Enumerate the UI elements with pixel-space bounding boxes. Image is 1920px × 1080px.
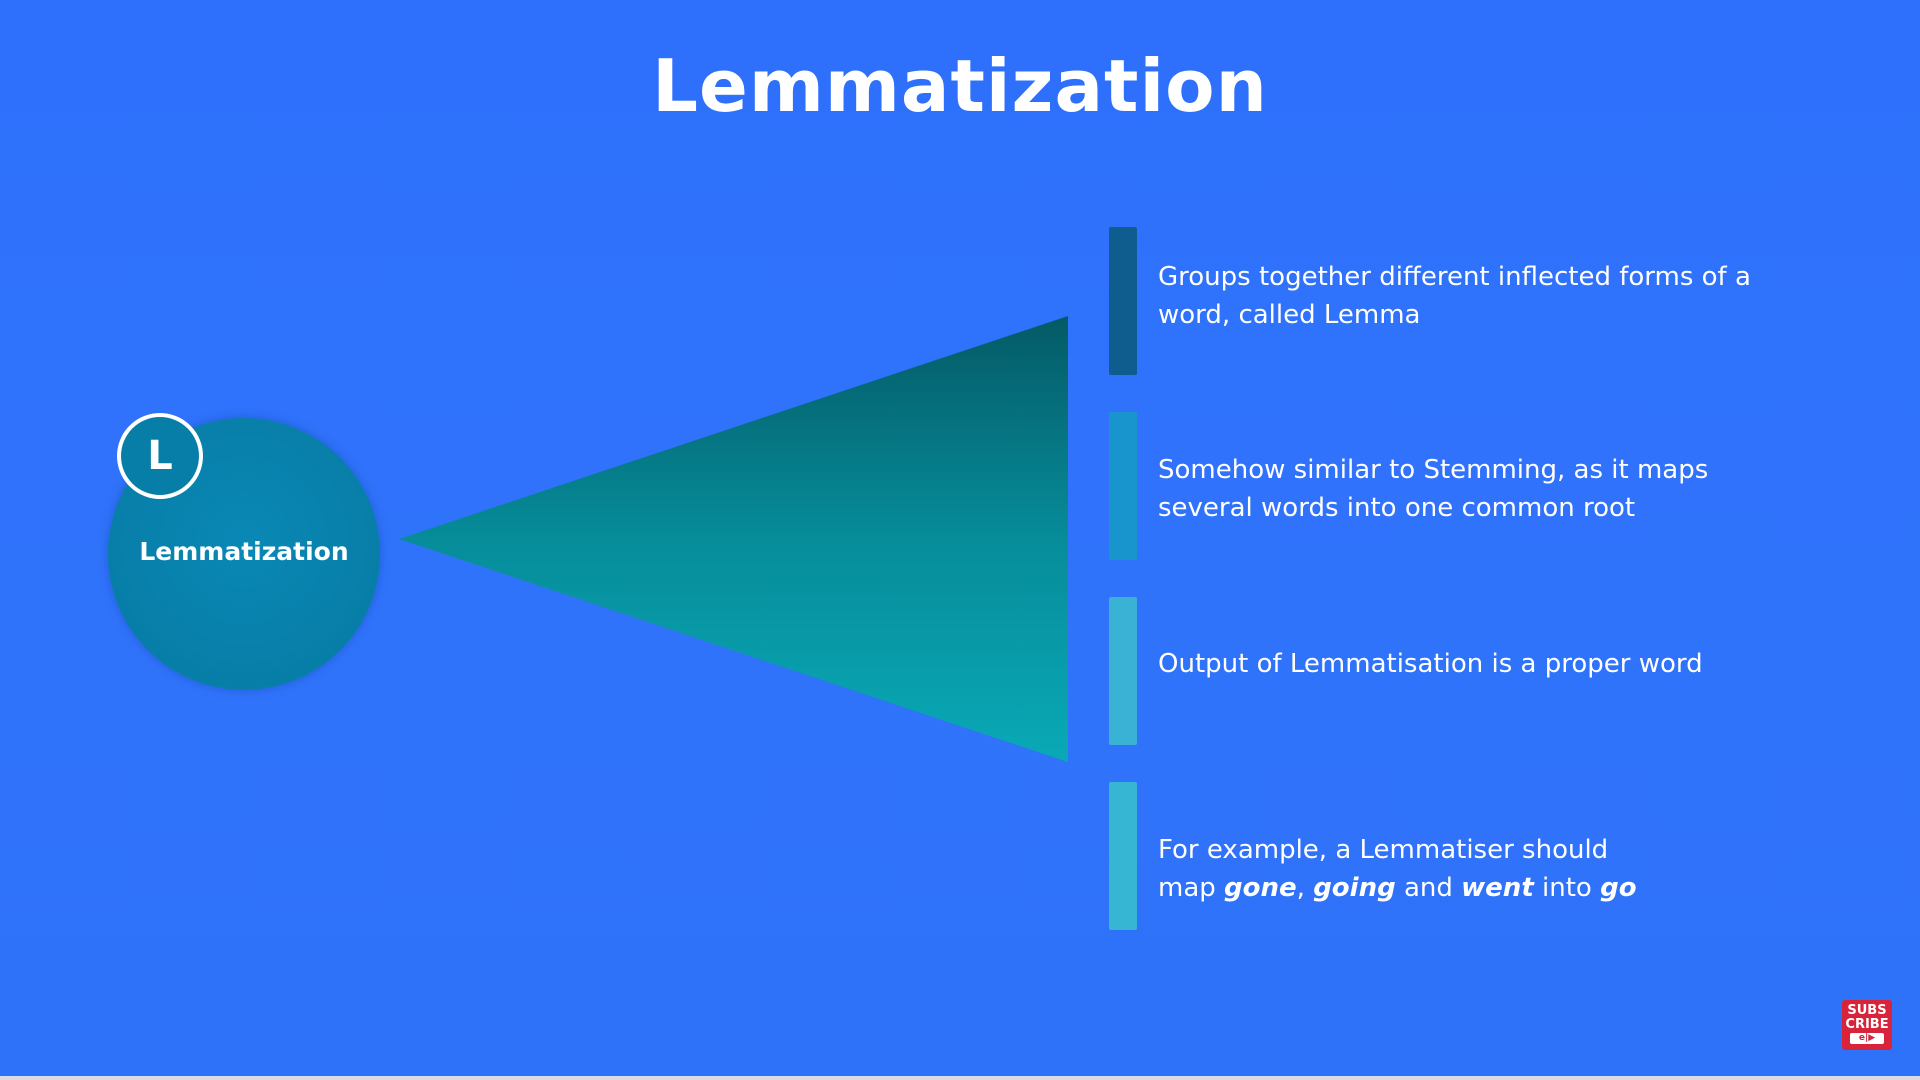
point-2-line-1: Somehow similar to Stemming, as it maps <box>1158 455 1709 485</box>
point-text-4: For example, a Lemmatiser should map gon… <box>1158 831 1778 907</box>
point-bar-1 <box>1109 227 1137 375</box>
point-text-2: Somehow similar to Stemming, as it maps … <box>1158 451 1778 527</box>
point-1-line-2: word, called Lemma <box>1158 300 1421 330</box>
example-sep-3: into <box>1533 873 1601 903</box>
point-1-line-1: Groups together different inflected form… <box>1158 262 1751 292</box>
subscribe-line-1: SUBS <box>1847 1003 1887 1018</box>
point-bar-2 <box>1109 412 1137 560</box>
point-3-line-1: Output of Lemmatisation is a proper word <box>1158 649 1703 679</box>
play-icon: e|▶ <box>1850 1033 1884 1044</box>
example-sep-2: and <box>1395 873 1462 903</box>
point-2-line-2: several words into one common root <box>1158 493 1636 523</box>
slide-title: Lemmatization <box>652 44 1268 128</box>
badge-letter: L <box>147 433 173 479</box>
funnel-shape <box>399 316 1068 762</box>
point-4-line-2-prefix: map <box>1158 873 1225 903</box>
example-word-going: going <box>1313 873 1396 903</box>
example-word-went: went <box>1461 873 1534 903</box>
point-text-3: Output of Lemmatisation is a proper word <box>1158 645 1778 683</box>
point-bar-4 <box>1109 782 1137 930</box>
bottom-divider <box>0 1076 1920 1080</box>
point-4-line-1: For example, a Lemmatiser should <box>1158 835 1609 865</box>
subscribe-button[interactable]: SUBS CRIBE e|▶ <box>1842 1000 1892 1050</box>
point-bar-3 <box>1109 597 1137 745</box>
letter-badge: L <box>117 413 203 499</box>
example-word-go: go <box>1600 873 1637 903</box>
example-word-gone: gone <box>1224 873 1297 903</box>
subscribe-line-2: CRIBE <box>1845 1017 1889 1032</box>
point-text-1: Groups together different inflected form… <box>1158 258 1778 334</box>
circle-label: Lemmatization <box>139 537 349 566</box>
example-sep-1: , <box>1296 873 1314 903</box>
